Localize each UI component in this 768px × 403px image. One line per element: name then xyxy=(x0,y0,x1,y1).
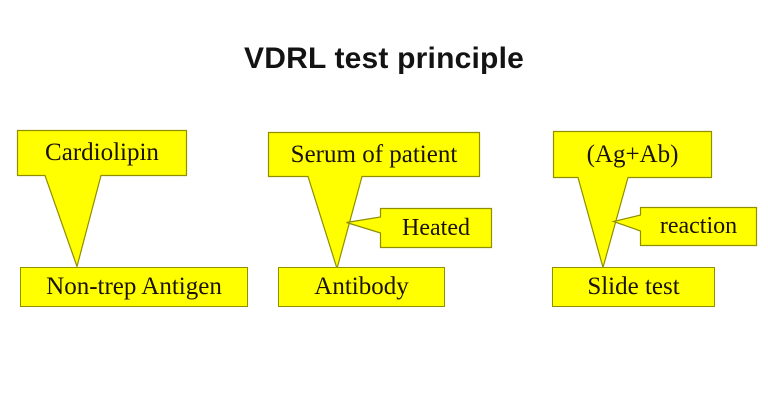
callout-heated: Heated xyxy=(346,207,493,249)
box-non-trep-antigen: Non-trep Antigen xyxy=(20,267,248,307)
heated-callout-shape xyxy=(346,207,493,249)
reaction-callout-shape xyxy=(611,206,758,247)
callout-reaction: reaction xyxy=(611,206,758,247)
serum-callout-shape xyxy=(267,131,481,271)
callout-ag-ab: (Ag+Ab) xyxy=(552,130,713,271)
callout-cardiolipin: Cardiolipin xyxy=(16,129,188,270)
cardiolipin-callout-shape xyxy=(16,129,188,269)
callout-serum-of-patient: Serum of patient xyxy=(267,131,481,272)
ag-ab-callout-shape xyxy=(552,130,713,270)
page-title: VDRL test principle xyxy=(244,42,524,75)
box-antibody-label: Antibody xyxy=(314,273,409,300)
box-slide-test-label: Slide test xyxy=(587,273,680,300)
box-non-trep-antigen-label: Non-trep Antigen xyxy=(46,273,222,300)
box-slide-test: Slide test xyxy=(552,267,715,307)
box-antibody: Antibody xyxy=(278,267,445,307)
